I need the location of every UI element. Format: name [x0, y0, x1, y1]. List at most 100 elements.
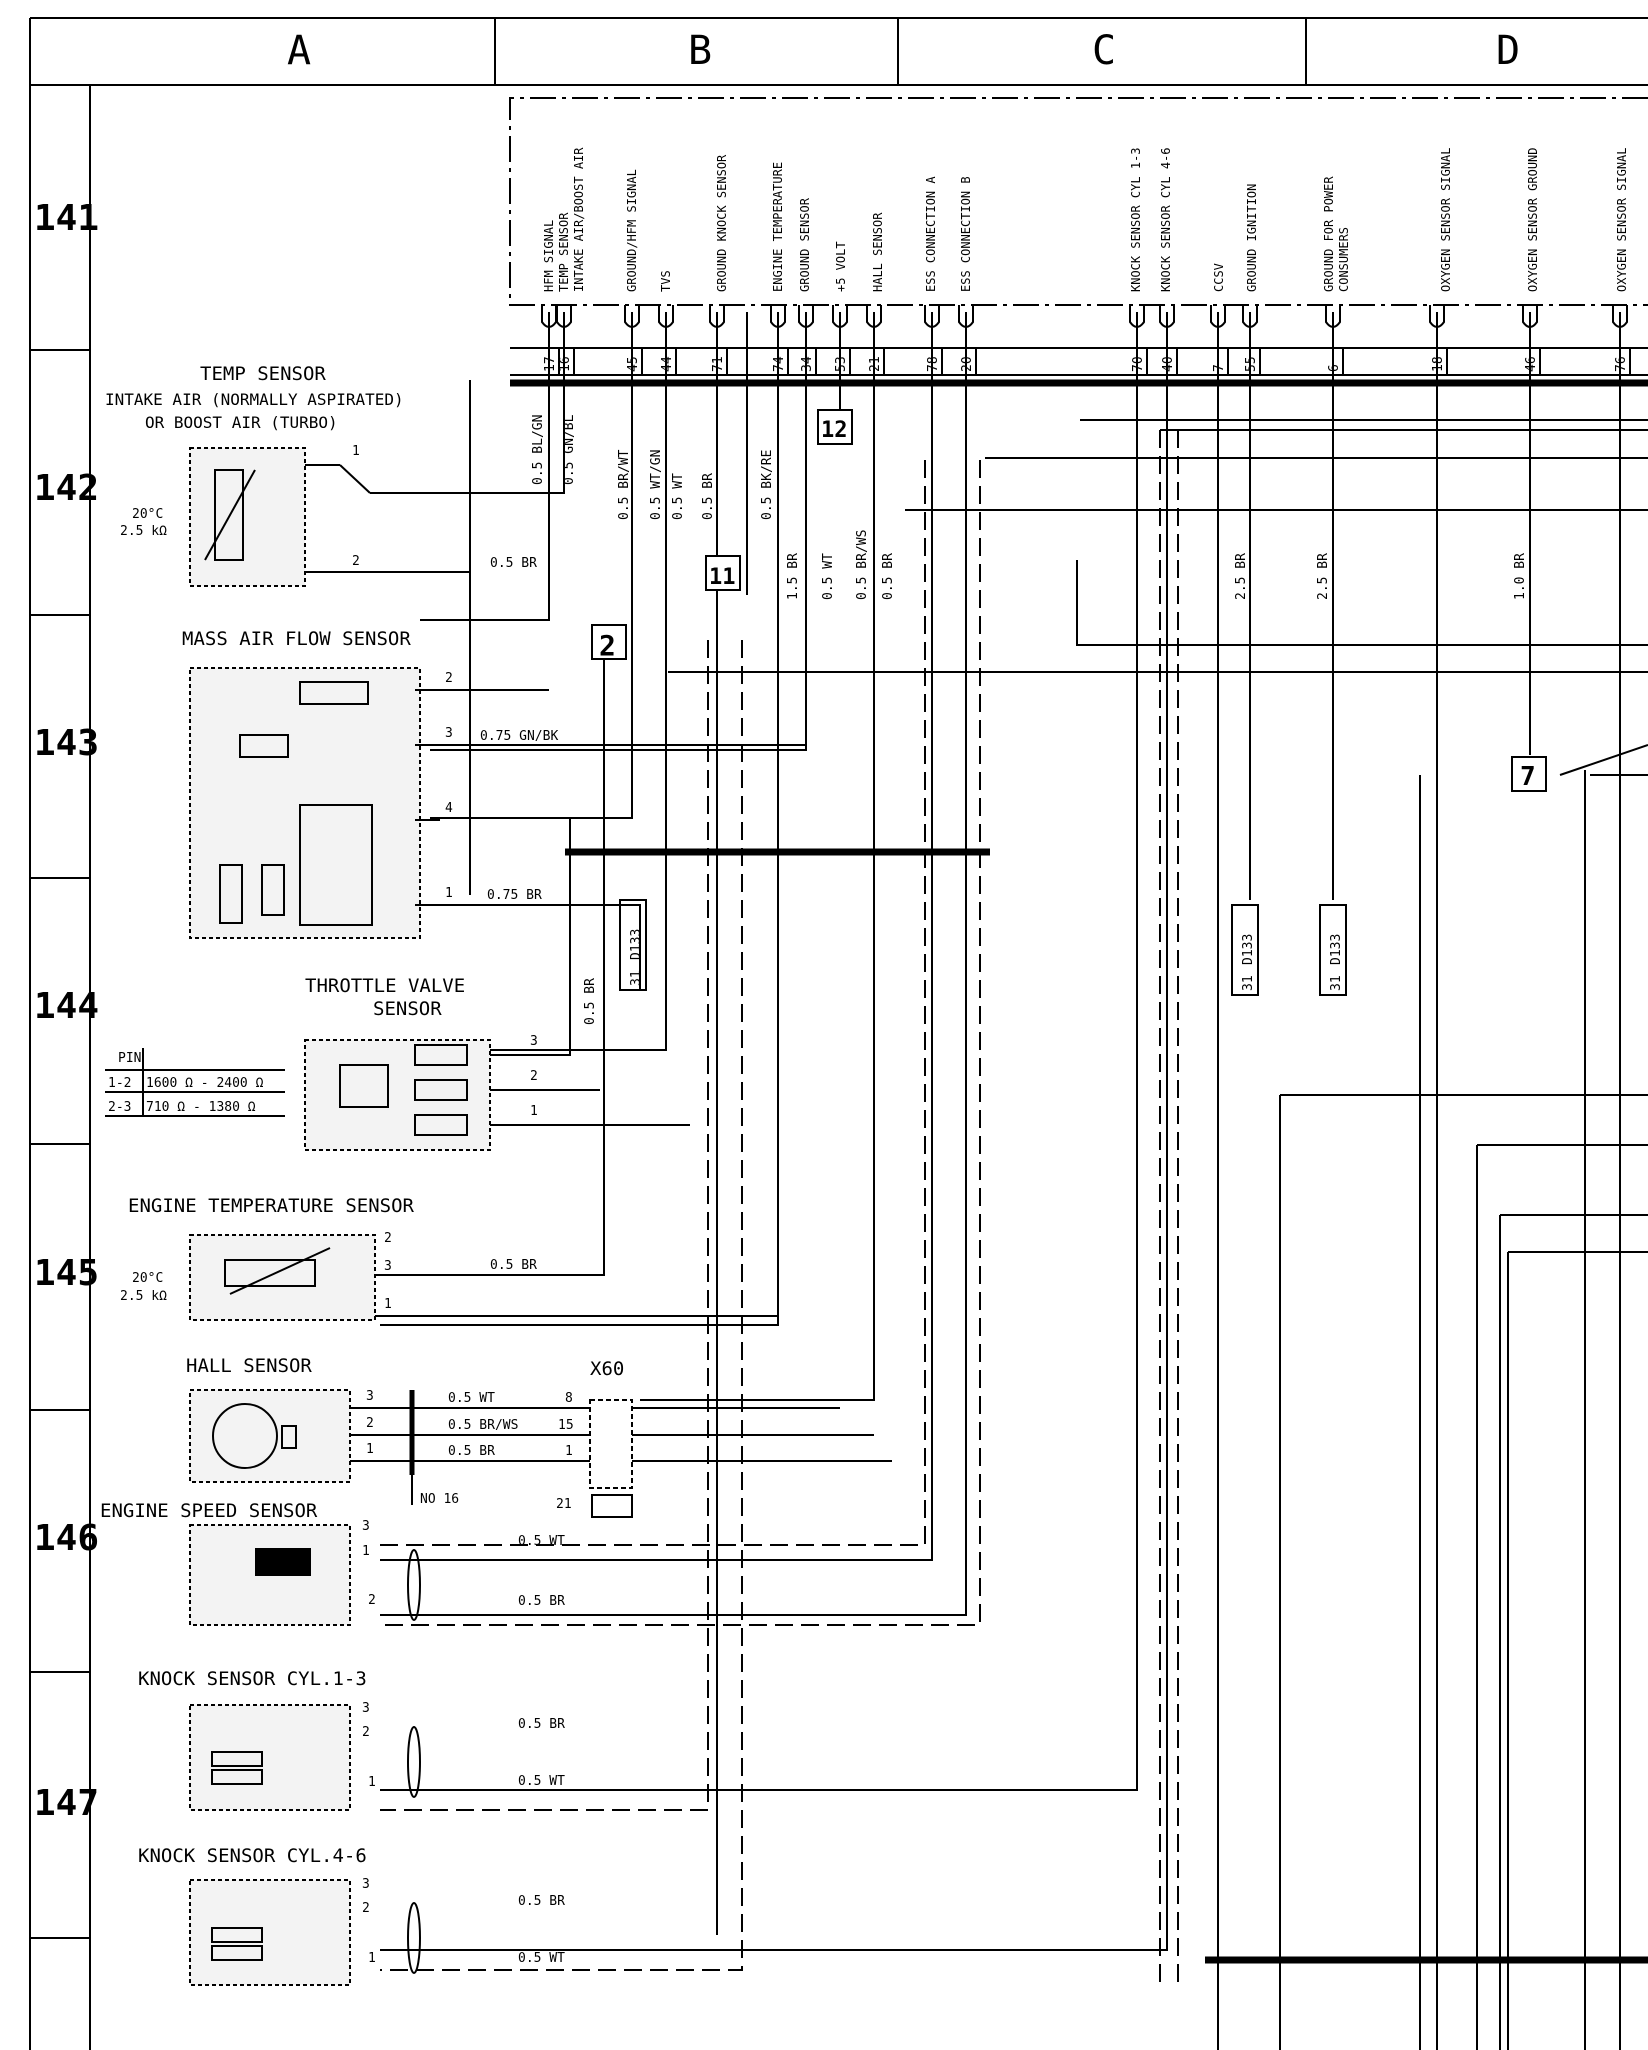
ecu-label-ess-b: ESS CONNECTION B — [959, 176, 973, 292]
throttle-title-2: SENSOR — [373, 998, 442, 1020]
maf-sensor: MASS AIR FLOW SENSOR 2 3 4 1 0.75 GN/BK … — [182, 628, 806, 990]
knock-sensor-13: KNOCK SENSOR CYL.1-3 3 2 1 0.5 BR 0.5 WT — [138, 1668, 565, 1811]
engine-temp-pin-1: 1 — [384, 1297, 392, 1312]
maf-pin-1: 1 — [445, 886, 453, 901]
junction-2: 2 — [599, 629, 616, 662]
maf-title: MASS AIR FLOW SENSOR — [182, 628, 411, 650]
ecu-label-hall-sensor: HALL SENSOR — [871, 212, 885, 292]
ecu-label-5-volt: +5 VOLT — [834, 241, 848, 292]
knock46-wire-wt: 0.5 WT — [518, 1951, 565, 1966]
engine-speed-wire-wt: 0.5 WT — [518, 1534, 565, 1549]
maf-wire-br75: 0.75 BR — [487, 888, 542, 903]
ecu-pin-45: 45 — [626, 356, 641, 372]
engine-speed-pin-3: 3 — [362, 1519, 370, 1534]
engine-speed-title: ENGINE SPEED SENSOR — [100, 1500, 318, 1522]
ecu-pin-21: 21 — [868, 356, 883, 372]
throttle-title: THROTTLE VALVE — [305, 975, 465, 997]
ground-blocks: 31 D133 31 D133 31 D133 — [619, 899, 1347, 996]
hall-title: HALL SENSOR — [186, 1355, 312, 1377]
ecu-label-ccsv: CCSV — [1212, 263, 1226, 292]
ecu-pin-55: 55 — [1244, 356, 1259, 372]
column-a: A — [287, 28, 311, 74]
hall-pin-1: 1 — [366, 1442, 374, 1457]
wire-throttle-br: 0.5 BR — [583, 978, 598, 1025]
x60-pin-8: 8 — [565, 1391, 573, 1406]
engine-speed-pin-2: 2 — [368, 1593, 376, 1608]
ecu-pin-17: 17 — [543, 356, 558, 372]
hall-wire-br: 0.5 BR — [448, 1444, 495, 1459]
ecu-label-o2-signal: OXYGEN SENSOR SIGNAL — [1439, 148, 1453, 293]
wire-br-2: 0.5 BR — [881, 553, 896, 600]
x60-pin-21: 21 — [556, 1497, 572, 1512]
ecu-pin-20: 20 — [960, 356, 975, 372]
ecu-wires — [370, 312, 1648, 2050]
pin-table-row1-pins: 1-2 — [108, 1076, 131, 1091]
wire-wt-gn: 0.5 WT/GN — [649, 450, 664, 520]
ecu-pin-71: 71 — [711, 356, 726, 372]
ecu-pin-46: 46 — [1524, 356, 1539, 372]
row-144: 144 — [34, 986, 99, 1027]
ecu-label-knock-46: KNOCK SENSOR CYL 4-6 — [1159, 148, 1173, 293]
hall-sensor: HALL SENSOR 3 2 1 NO 16 0.5 WT 0.5 BR/WS… — [186, 1355, 892, 1518]
knock46-wire-br: 0.5 BR — [518, 1894, 565, 1909]
ground-31-1: 31 — [629, 970, 644, 986]
wire-br-15: 1.5 BR — [786, 553, 801, 600]
wire-br-ws: 0.5 BR/WS — [855, 530, 870, 600]
pin-table: PIN 1-2 1600 Ω - 2400 Ω 2-3 710 Ω - 1380… — [105, 1048, 285, 1117]
ecu-label-consumers: CONSUMERS — [1337, 227, 1351, 292]
ecu-label-intake-air: INTAKE AIR/BOOST AIR — [572, 147, 586, 292]
ground-31-3: 31 — [1329, 975, 1344, 991]
temp-pin-1: 1 — [352, 444, 360, 459]
maf-pin-4: 4 — [445, 801, 453, 816]
junction-12: 12 — [821, 418, 848, 443]
throttle-pin-2: 2 — [530, 1069, 538, 1084]
ground-d133-1: D133 — [629, 929, 644, 960]
ground-31-2: 31 — [1241, 975, 1256, 991]
pin-table-row2-value: 710 Ω - 1380 Ω — [146, 1100, 256, 1115]
column-b: B — [688, 28, 712, 74]
temp-sensor-intake: TEMP SENSOR INTAKE AIR (NORMALLY ASPIRAT… — [105, 363, 537, 587]
wire-br-10: 1.0 BR — [1513, 553, 1528, 600]
ecu-pin-row — [510, 347, 1648, 387]
hall-wire-wt: 0.5 WT — [448, 1391, 495, 1406]
row-143: 143 — [34, 723, 99, 764]
ecu-pin-76: 76 — [1614, 356, 1629, 372]
wire-br-25a: 2.5 BR — [1234, 553, 1249, 600]
ecu-label-knock-13: KNOCK SENSOR CYL 1-3 — [1129, 148, 1143, 293]
wire-wt: 0.5 WT — [671, 473, 686, 520]
wire-gn-bl: 0.5 GN/BL — [562, 414, 577, 485]
knock13-pin-2: 2 — [362, 1725, 370, 1740]
pin-table-header: PIN — [118, 1051, 141, 1066]
temp-rating-k: 2.5 kΩ — [120, 524, 167, 539]
ecu-pin-18: 18 — [1431, 356, 1446, 372]
wire-bl-gn: 0.5 BL/GN — [531, 415, 546, 485]
x60-pin-15: 15 — [558, 1418, 574, 1433]
pin-table-row2-pins: 2-3 — [108, 1100, 131, 1115]
wire-br-wt: 0.5 BR/WT — [617, 449, 632, 520]
column-d: D — [1496, 28, 1520, 74]
ecu-label-ground-ignition: GROUND IGNITION — [1245, 184, 1259, 292]
engine-temp-title: ENGINE TEMPERATURE SENSOR — [128, 1195, 415, 1217]
engine-temp-pin-3: 3 — [384, 1259, 392, 1274]
temp-pin-2: 2 — [352, 554, 360, 569]
maf-wire-gnbk: 0.75 GN/BK — [480, 729, 558, 744]
knock13-pin-3: 3 — [362, 1701, 370, 1716]
engine-temp-sensor: ENGINE TEMPERATURE SENSOR 20°C 2.5 kΩ 2 … — [120, 659, 778, 1321]
ecu-pin-78: 78 — [926, 356, 941, 372]
temp-sensor-subtitle-2: OR BOOST AIR (TURBO) — [145, 413, 338, 432]
row-142: 142 — [34, 468, 99, 509]
temp-wire-br: 0.5 BR — [490, 556, 537, 571]
wire-br-25b: 2.5 BR — [1316, 553, 1331, 600]
throttle-valve-sensor: THROTTLE VALVE SENSOR 3 2 1 — [304, 818, 690, 1151]
pin-table-row1-value: 1600 Ω - 2400 Ω — [146, 1076, 264, 1091]
ecu-pin-44: 44 — [660, 356, 675, 372]
x60-pin-1: 1 — [565, 1444, 573, 1459]
engine-temp-rating-k: 2.5 kΩ — [120, 1289, 167, 1304]
ecu-label-ground-knock: GROUND KNOCK SENSOR — [715, 154, 729, 292]
knock13-pin-1: 1 — [368, 1775, 376, 1790]
row-146: 146 — [34, 1518, 99, 1559]
row-141: 141 — [34, 198, 99, 239]
row-145: 145 — [34, 1253, 99, 1294]
wire-wt-2: 0.5 WT — [821, 553, 836, 600]
hall-pin-2: 2 — [366, 1416, 374, 1431]
